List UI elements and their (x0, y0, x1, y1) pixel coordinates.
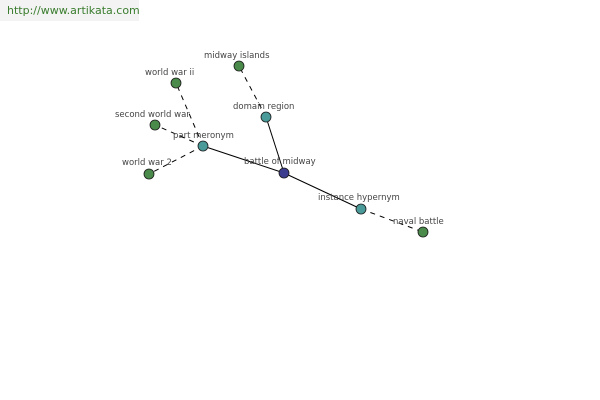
graph-labels: battle of midway part meronym domain regio… (115, 51, 444, 227)
edge-part-meronym-to-world-war-2 (148, 145, 204, 175)
node-instance-hypernym[interactable] (355, 203, 367, 215)
graph-nodes (143, 60, 429, 238)
graph-edges (148, 65, 424, 233)
edge-battle-of-midway-to-domain-region (265, 116, 285, 174)
node-world-war-2[interactable] (143, 168, 155, 180)
label-second-world-war[interactable]: second world war (115, 110, 190, 120)
node-part-meronym[interactable] (197, 140, 209, 152)
label-naval-battle[interactable]: naval battle (393, 217, 444, 227)
label-domain-region[interactable]: domain region (233, 102, 294, 112)
label-world-war-ii[interactable]: world war ii (145, 68, 194, 78)
node-naval-battle[interactable] (417, 226, 429, 238)
edge-battle-of-midway-to-part-meronym (202, 145, 285, 174)
node-second-world-war[interactable] (149, 119, 161, 131)
site-url-link[interactable]: http://www.artikata.com (7, 4, 140, 17)
label-battle-of-midway[interactable]: battle of midway (244, 157, 316, 167)
label-instance-hypernym[interactable]: instance hypernym (318, 193, 400, 203)
node-domain-region[interactable] (260, 111, 272, 123)
label-part-meronym[interactable]: part meronym (173, 131, 234, 141)
node-battle-of-midway[interactable] (278, 167, 290, 179)
node-midway-islands[interactable] (233, 60, 245, 72)
edge-part-meronym-to-second-world-war (154, 124, 204, 147)
edge-instance-hypernym-to-naval-battle (360, 208, 424, 233)
edge-part-meronym-to-world-war-ii (175, 82, 204, 147)
label-world-war-2[interactable]: world war 2 (122, 158, 172, 168)
node-world-war-ii[interactable] (170, 77, 182, 89)
label-midway-islands[interactable]: midway islands (204, 51, 270, 61)
url-bar: http://www.artikata.com (0, 0, 140, 21)
edge-battle-of-midway-to-instance-hypernym (283, 172, 362, 210)
